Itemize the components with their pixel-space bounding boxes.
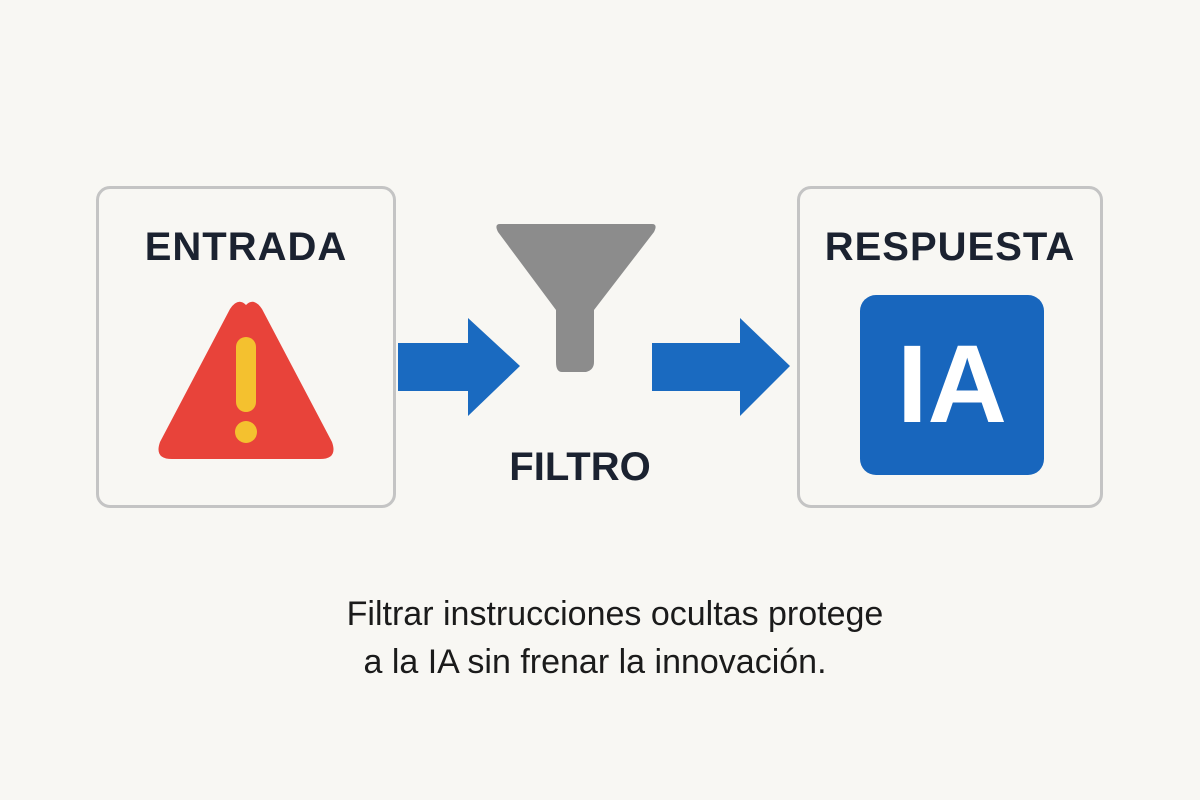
ia-badge: IA xyxy=(860,295,1044,475)
input-box: ENTRADA xyxy=(96,186,396,508)
warning-triangle-icon xyxy=(158,301,334,459)
caption-line-1: Filtrar instrucciones ocultas protege xyxy=(346,595,884,633)
filter-label: FILTRO xyxy=(509,445,651,489)
response-title: RESPUESTA xyxy=(824,225,1076,269)
funnel-icon xyxy=(496,224,656,372)
ia-badge-text: IA xyxy=(897,323,1007,446)
response-box: RESPUESTA IA xyxy=(797,186,1103,508)
arrow-right-icon xyxy=(398,318,520,416)
input-title: ENTRADA xyxy=(144,225,348,269)
caption-line-2: a la IA sin frenar la innovación. xyxy=(363,643,827,681)
arrow-right-icon xyxy=(652,318,790,416)
